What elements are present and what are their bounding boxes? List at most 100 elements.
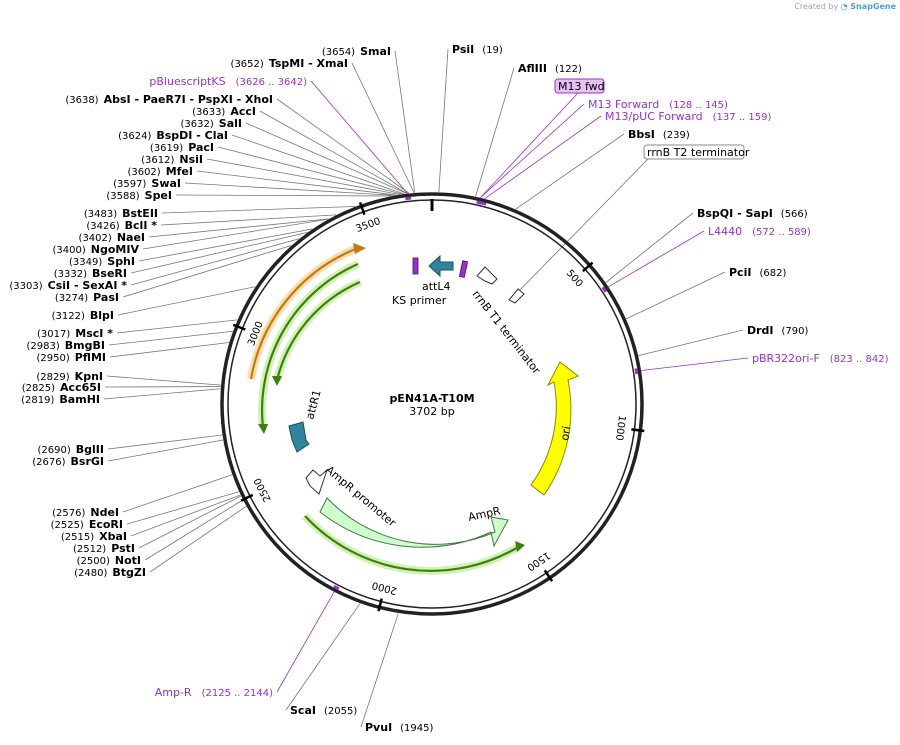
- leader-line: [310, 80, 408, 194]
- primer-range: (137 .. 159): [713, 112, 772, 123]
- enzyme-name: AccI: [230, 105, 256, 118]
- leader-line: [161, 206, 356, 214]
- leader-line: [103, 388, 221, 400]
- primer-binding-mark: [480, 201, 487, 206]
- tick-mark: [358, 202, 366, 216]
- enzyme-site-label: (2825)Acc65I: [22, 381, 101, 394]
- enzyme-site-label: (3426) BclI *: [86, 219, 157, 232]
- orf-green-arc2-arrowhead: [272, 376, 282, 386]
- snapgene-logo: ◔: [840, 2, 848, 11]
- site-position: (682): [759, 268, 786, 279]
- site-position: (790): [782, 326, 809, 337]
- enzyme-name: BglII: [76, 443, 104, 456]
- m13-fwd-callout: M13 fwd: [554, 78, 605, 94]
- snapgene-credit: Created by ◔ SnapGene: [794, 2, 896, 11]
- leader-line: [605, 212, 694, 283]
- enzyme-site-label: PciI (682): [729, 266, 786, 279]
- enzyme-site-label: DrdI(790): [747, 324, 809, 337]
- site-position: (566): [781, 209, 808, 220]
- enzyme-site-label: BbsI(239): [628, 128, 690, 141]
- primer-range: (823 .. 842): [830, 354, 889, 365]
- ampr-promoter-feature: [305, 468, 329, 495]
- primer-label: pBR322ori-F(823 .. 842): [752, 352, 889, 365]
- site-position: (2690): [38, 445, 71, 456]
- site-position: (3652): [231, 59, 264, 70]
- tick-label: 500: [564, 268, 585, 290]
- leader-line: [117, 286, 256, 316]
- leader-line: [475, 67, 515, 197]
- site-position: (2819): [21, 395, 54, 406]
- leader-line: [638, 329, 744, 357]
- site-position: (3303): [9, 281, 42, 292]
- credit-prefix: Created by: [794, 2, 839, 11]
- tick-label: 1000: [613, 415, 627, 442]
- label-attl4: attL4: [422, 280, 451, 293]
- tick-mark: [631, 428, 645, 433]
- enzyme-name: SwaI: [151, 177, 181, 190]
- enzyme-name: BspQI - SapI: [697, 207, 773, 220]
- orf-arcs: [247, 243, 525, 575]
- enzyme-site-label: (3402) NaeI: [79, 231, 145, 244]
- tick-mark: [232, 323, 246, 331]
- orf-green-arc3: [304, 515, 521, 572]
- site-position: (3426): [86, 221, 119, 232]
- leader-line: [122, 245, 292, 298]
- leader-line: [394, 50, 416, 193]
- site-position: (3017): [37, 329, 70, 340]
- tick-label: 3500: [354, 216, 382, 235]
- enzyme-site-label: (3624)BspDI - ClaI: [118, 129, 228, 142]
- enzyme-name: BtgZI: [112, 566, 146, 579]
- enzyme-site-label: PvuI(1945): [365, 721, 434, 734]
- orf-green-arc2: [275, 280, 361, 381]
- label-attr1: attR1: [303, 388, 323, 420]
- leader-line: [149, 505, 247, 573]
- enzyme-name: MscI *: [75, 327, 113, 340]
- site-position: (3349): [69, 257, 102, 268]
- site-position: (3402): [79, 233, 112, 244]
- site-position: (3624): [118, 131, 151, 142]
- tick-label: 1500: [525, 549, 552, 572]
- enzyme-site-label: (3619)PacI: [150, 141, 214, 154]
- enzyme-name: PsiI: [452, 43, 474, 56]
- enzyme-name: PvuI: [365, 721, 392, 734]
- enzyme-name: CsiI - SexAI *: [48, 279, 128, 292]
- orf-green-arc1-arrowhead: [258, 424, 268, 434]
- rrnb-t2-terminator-callout: rrnB T2 terminator: [643, 144, 750, 160]
- enzyme-site-label: (2819)BamHI: [21, 393, 100, 406]
- tick-mark: [543, 569, 554, 582]
- leader-line: [106, 375, 221, 386]
- site-position: (3122): [52, 311, 85, 322]
- enzyme-name: KpnI: [75, 370, 103, 383]
- orf-orange-arrowhead: [353, 243, 366, 254]
- site-position: (2500): [77, 556, 110, 567]
- site-position: (3633): [192, 107, 225, 118]
- site-position: (3602): [127, 167, 160, 178]
- primer-name: Amp-R: [155, 686, 192, 699]
- enzyme-site-label: (3349)SphI: [69, 255, 135, 268]
- enzyme-name: BclI *: [125, 219, 158, 232]
- tick-mark: [377, 598, 383, 612]
- enzyme-name: BmgBI: [65, 339, 105, 352]
- enzyme-site-label: ScaI(2055): [290, 704, 357, 717]
- enzyme-name: PciI: [729, 266, 751, 279]
- credit-brand: SnapGene: [850, 2, 896, 11]
- site-position: (3400): [53, 245, 86, 256]
- enzyme-site-label: (2829) KpnI: [36, 370, 103, 383]
- leader-line: [217, 146, 403, 195]
- enzyme-site-label: (2576)NdeI: [52, 506, 119, 519]
- enzyme-site-label: (3303) CsiI - SexAI *: [9, 279, 127, 292]
- enzyme-name: NaeI: [117, 231, 145, 244]
- site-position: (3619): [150, 143, 183, 154]
- enzyme-site-label: (2690) BglII: [38, 443, 104, 456]
- site-position: (2576): [52, 508, 85, 519]
- site-position: (2512): [73, 544, 106, 555]
- leader-line: [276, 591, 335, 693]
- leader-line: [130, 494, 241, 537]
- site-position: (2829): [36, 372, 69, 383]
- site-position: (2950): [36, 353, 69, 364]
- enzyme-site-label: (3602)MfeI: [127, 165, 193, 178]
- primer-range: (128 .. 145): [669, 100, 728, 111]
- enzyme-name: BlpI: [90, 309, 114, 322]
- leader-line: [138, 495, 242, 549]
